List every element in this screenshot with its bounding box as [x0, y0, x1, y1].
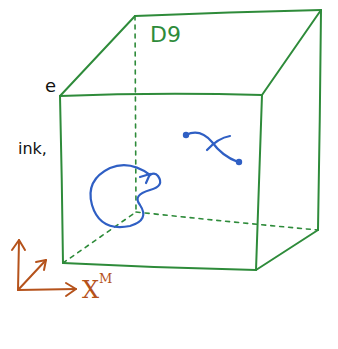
open-string: [207, 136, 230, 150]
strings: [90, 133, 238, 227]
closed-string: [90, 165, 160, 227]
brane-label: D9: [150, 24, 181, 46]
string-endpoint: [236, 159, 242, 165]
coordinate-label: X: [82, 278, 99, 302]
coordinate-index: M: [99, 272, 112, 285]
cut-text: ink,: [18, 141, 47, 157]
string-arrow: [140, 174, 150, 183]
axes: [12, 240, 76, 296]
hidden-edges: [63, 16, 318, 263]
string-endpoint: [183, 132, 189, 138]
cube-outline: [60, 10, 321, 270]
cut-text: e: [45, 77, 56, 95]
open-string: [186, 133, 238, 162]
